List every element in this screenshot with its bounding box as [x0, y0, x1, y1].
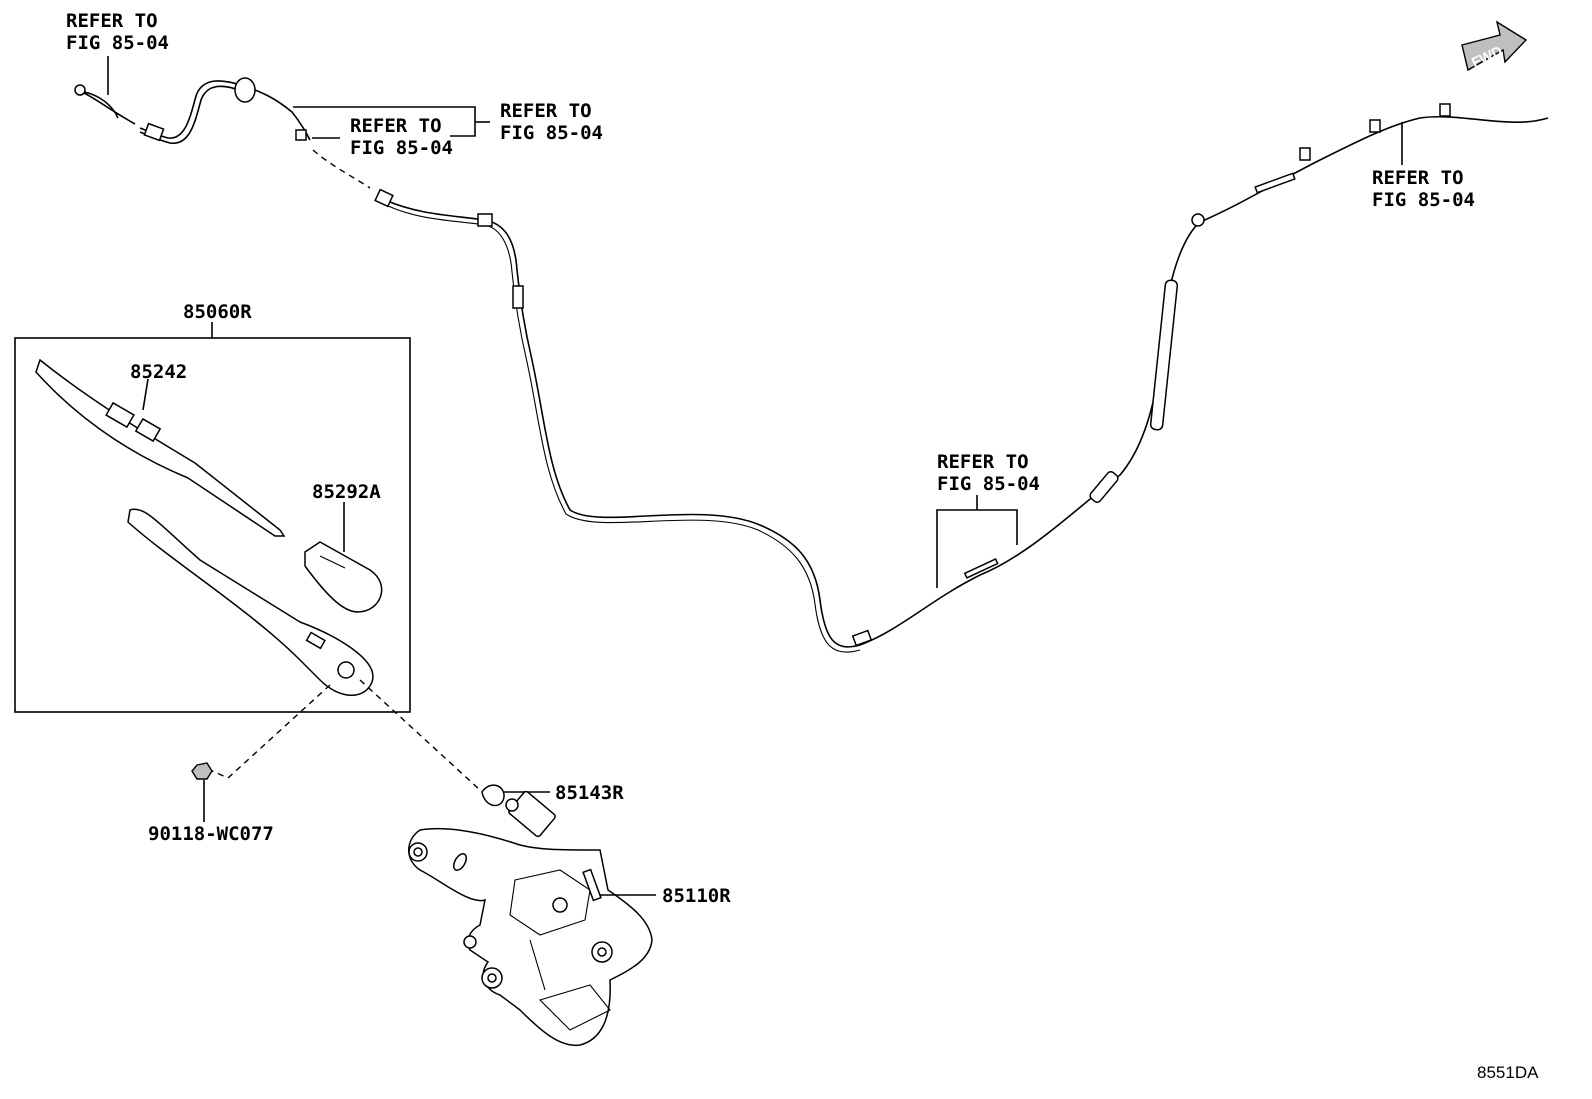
- nut-icon: [191, 762, 213, 780]
- refer-fig-1: FIG 85-04: [66, 32, 169, 54]
- refer-label-5: REFER TO: [937, 451, 1029, 473]
- part-label-assembly: 85060R: [183, 301, 252, 323]
- part-label-nut: 90118-WC077: [148, 823, 274, 845]
- part-label-cap: 85292A: [312, 481, 381, 503]
- refer-fig-4: FIG 85-04: [1372, 189, 1475, 211]
- wiper-cap: [304, 541, 383, 613]
- refer-label-2: REFER TO: [350, 115, 442, 137]
- diagram-code: 8551DA: [1477, 1063, 1539, 1082]
- refer-fig-5: FIG 85-04: [937, 473, 1040, 495]
- fwd-arrow-icon: FWD: [1461, 20, 1528, 72]
- part-label-arm: 85242: [130, 361, 187, 383]
- refer-fig-3: FIG 85-04: [500, 122, 603, 144]
- part-label-seal: 85143R: [555, 782, 624, 804]
- wiper-motor: [408, 790, 653, 1046]
- refer-label-3: REFER TO: [500, 100, 592, 122]
- wiper-arm-cover: [35, 358, 286, 537]
- part-label-motor: 85110R: [662, 885, 731, 907]
- refer-label-1: REFER TO: [66, 10, 158, 32]
- refer-label-4: REFER TO: [1372, 167, 1464, 189]
- washer-hose: [74, 77, 1549, 653]
- pivot-seal: [481, 784, 505, 807]
- refer-fig-2: FIG 85-04: [350, 137, 453, 159]
